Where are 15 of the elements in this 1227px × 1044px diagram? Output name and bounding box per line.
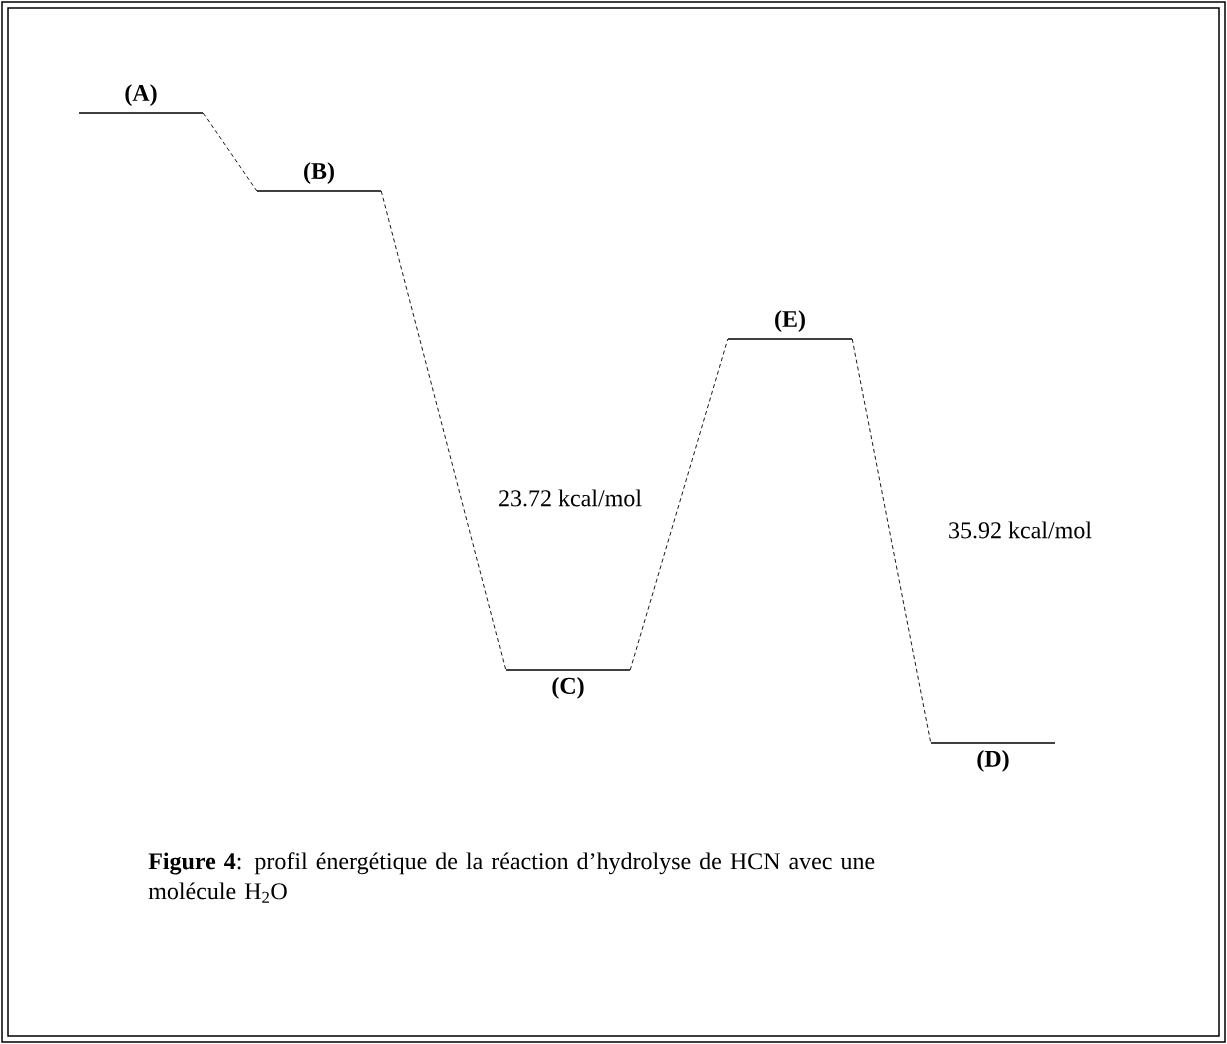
node-label: (E) <box>775 310 805 332</box>
node-label: (C) <box>552 677 584 699</box>
caption: Figure 4: profil énergétique de la réaction d’hydrolyse de HCN avec une molécule H$_{2}$O <box>148 852 875 903</box>
connector <box>629 338 729 671</box>
node-label: (B) <box>304 162 334 184</box>
energy-label: 35.92 kcal/mol <box>946 519 1094 541</box>
energy-level: (B) <box>257 162 381 192</box>
energy-level: (D) <box>931 742 1055 772</box>
node-label: (A) <box>125 84 157 106</box>
energy-level: (E) <box>728 310 852 340</box>
energy-label: 23.72 kcal/mol <box>496 487 644 509</box>
connector <box>202 112 258 192</box>
energy-level: (A) <box>79 84 203 114</box>
energy-level: (C) <box>506 669 630 699</box>
node-label: (D) <box>977 750 1009 772</box>
